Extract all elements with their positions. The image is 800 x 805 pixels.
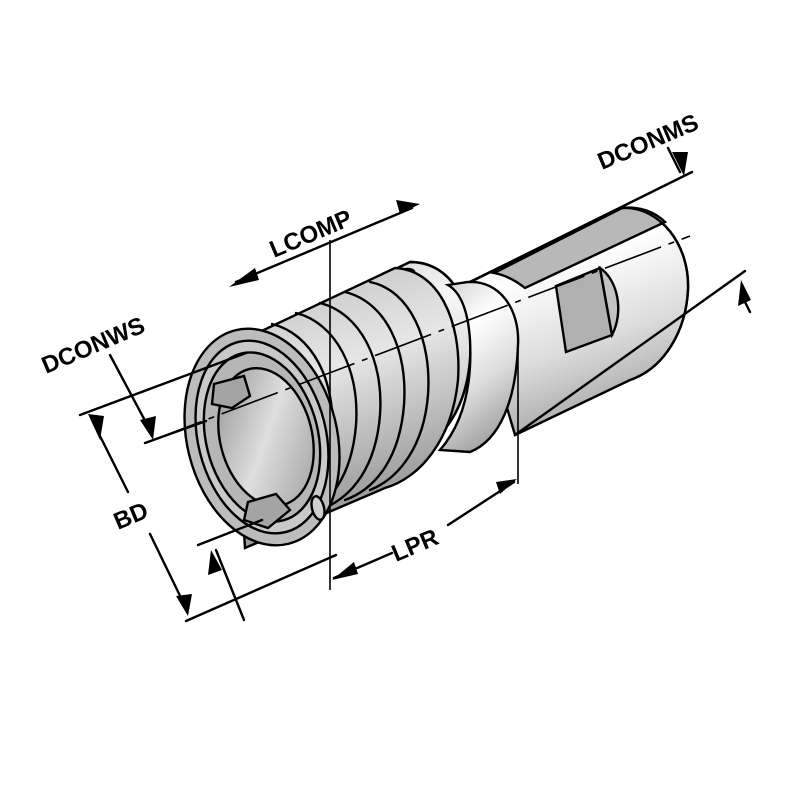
front-face: [183, 327, 341, 547]
label-bd: BD: [110, 497, 152, 535]
shank: [468, 206, 690, 437]
label-lpr: LPR: [388, 524, 443, 568]
label-dconws: DCONWS: [38, 312, 149, 380]
label-lcomp: LCOMP: [266, 205, 356, 264]
center-axis: [144, 235, 691, 444]
label-dconms: DCONMS: [594, 109, 703, 176]
